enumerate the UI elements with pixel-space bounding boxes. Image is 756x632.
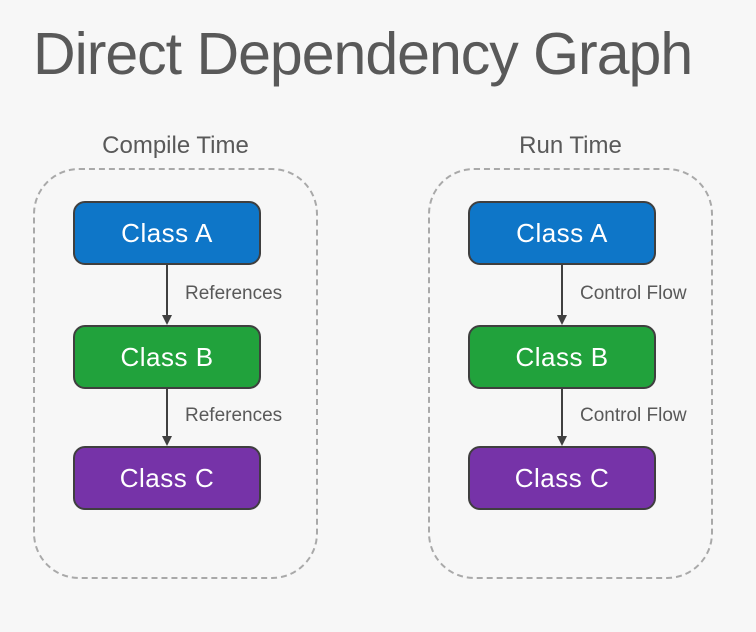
node-label: Class C (119, 462, 215, 493)
node-class-c: Class C (73, 446, 261, 510)
node-class-a: Class A (73, 201, 261, 265)
edge-label: Control Flow (580, 405, 687, 426)
edge-label: References (185, 405, 283, 426)
node-class-c: Class C (468, 446, 656, 510)
node-label: Class B (120, 341, 214, 372)
page-title: Direct Dependency Graph (33, 21, 693, 87)
node-class-b: Class B (73, 325, 261, 389)
dependency-arrow-icon (557, 265, 567, 325)
node-class-a: Class A (468, 201, 656, 265)
edge-label: References (185, 283, 283, 304)
node-label: Class C (514, 462, 610, 493)
node-label: Class A (516, 217, 608, 248)
panel-heading-compile-time: Compile Time (102, 132, 249, 159)
dependency-arrow-icon (557, 389, 567, 446)
edge-label: Control Flow (580, 283, 687, 304)
panel-compile-time: Class A References Class B References Cl… (33, 168, 318, 579)
node-label: Class B (515, 341, 609, 372)
node-label: Class A (121, 217, 213, 248)
panel-heading-run-time: Run Time (519, 132, 622, 159)
panel-run-time: Class A Control Flow Class B Control Flo… (428, 168, 713, 579)
node-class-b: Class B (468, 325, 656, 389)
dependency-arrow-icon (162, 389, 172, 446)
dependency-arrow-icon (162, 265, 172, 325)
